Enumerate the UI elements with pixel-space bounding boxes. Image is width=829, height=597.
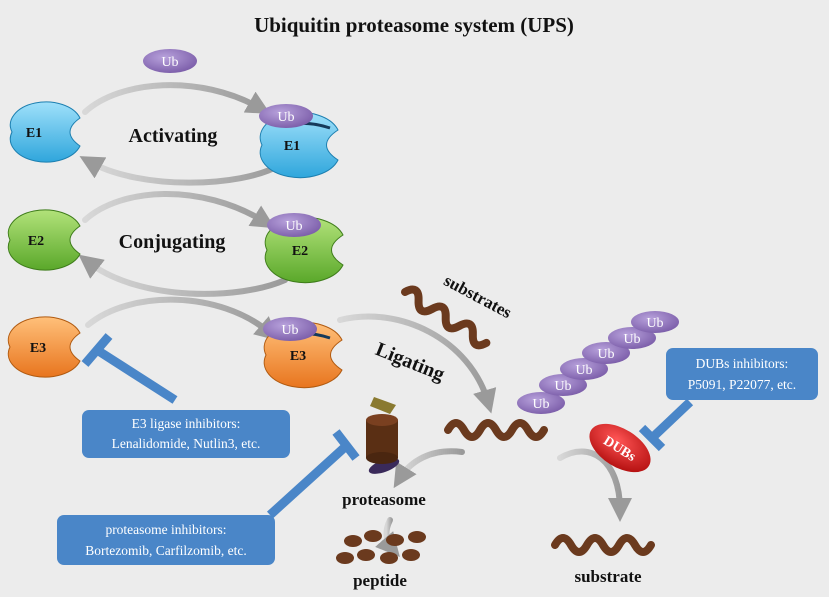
ub-chain-4: Ub	[582, 342, 630, 364]
ub-chain-3: Ub	[560, 358, 608, 380]
e2-left-label: E2	[28, 234, 44, 249]
dubs-inhibitor-drugs: P5091, P22077, etc.	[688, 377, 796, 392]
proteasome-inhibitor-bar	[266, 429, 360, 519]
arrow-conjugating-bottom	[78, 254, 288, 297]
ub-label: Ub	[623, 332, 640, 347]
arrow-conjugating-top	[82, 191, 276, 229]
e2-left: E2	[7, 209, 81, 271]
ub-e1: Ub	[259, 104, 313, 128]
e3-right-label: E3	[290, 349, 306, 364]
arrow-activating-top	[82, 82, 271, 115]
ub-chain-5: Ub	[608, 327, 656, 349]
dubs-inhibitor-title: DUBs inhibitors:	[696, 356, 789, 371]
e1-right-label: E1	[284, 139, 300, 154]
e3-inhibitor-box: E3 ligase inhibitors: Lenalidomide, Nutl…	[82, 410, 290, 458]
arrow-ligating-to-substrate	[337, 313, 497, 414]
page-title: Ubiquitin proteasome system (UPS)	[254, 13, 574, 37]
e1-left-label: E1	[26, 126, 42, 141]
e3-inhibitor-title: E3 ligase inhibitors:	[132, 416, 241, 431]
ub-e3: Ub	[263, 317, 317, 341]
ub-label: Ub	[285, 219, 302, 234]
proteasome-icon	[366, 397, 400, 474]
e2-right-label: E2	[292, 244, 308, 259]
ub-chain-6: Ub	[631, 311, 679, 333]
peptide-pieces	[336, 530, 426, 564]
substrates-label: substrates	[441, 271, 515, 323]
ub-chain-2: Ub	[539, 374, 587, 396]
peptide-label: peptide	[353, 571, 407, 590]
ubiquitinated-substrate-coil	[444, 419, 548, 441]
released-substrate-coil	[551, 534, 655, 556]
proteasome-inhibitor-title: proteasome inhibitors:	[105, 522, 226, 537]
ub-label: Ub	[554, 379, 571, 394]
e1-left: E1	[9, 101, 81, 163]
ub-label: Ub	[161, 55, 178, 70]
dubs: DUBs	[589, 423, 651, 473]
arrow-activating-bottom	[79, 156, 283, 186]
ligating-label: Ligating	[372, 338, 447, 385]
dubs-inhibitor-bar	[638, 398, 694, 452]
ub-label: Ub	[646, 316, 663, 331]
ub-label: Ub	[575, 363, 592, 378]
arrow-to-proteasome	[393, 448, 465, 489]
e3-left-label: E3	[30, 341, 46, 356]
substrates-coil	[401, 285, 491, 350]
ub-chain: Ub Ub Ub Ub Ub Ub	[517, 311, 679, 414]
substrate-label: substrate	[574, 567, 642, 586]
e3-inhibitor-drugs: Lenalidomide, Nutlin3, etc.	[112, 436, 261, 451]
conjugating-label: Conjugating	[119, 231, 226, 253]
ub-chain-1: Ub	[517, 392, 565, 414]
proteasome-inhibitor-box: proteasome inhibitors: Bortezomib, Carfi…	[57, 515, 275, 565]
e3-left: E3	[7, 316, 81, 378]
proteasome-label: proteasome	[342, 490, 426, 509]
cycle-arrows	[78, 82, 632, 558]
arrow-proteasome-to-peptide	[375, 517, 400, 558]
dubs-inhibitor-box: DUBs inhibitors: P5091, P22077, etc.	[666, 348, 818, 400]
ub-free: Ub	[143, 49, 197, 73]
ub-label: Ub	[277, 110, 294, 125]
proteasome-inhibitor-drugs: Bortezomib, Carfilzomib, etc.	[85, 543, 247, 558]
ub-e2: Ub	[267, 213, 321, 237]
activating-label: Activating	[129, 125, 218, 147]
arrow-dub-release	[557, 448, 632, 522]
e3-inhibitor-bar	[81, 333, 178, 404]
ub-label: Ub	[597, 347, 614, 362]
ub-label: Ub	[532, 397, 549, 412]
arrow-ligating-top	[85, 296, 280, 341]
ub-label: Ub	[281, 323, 298, 338]
